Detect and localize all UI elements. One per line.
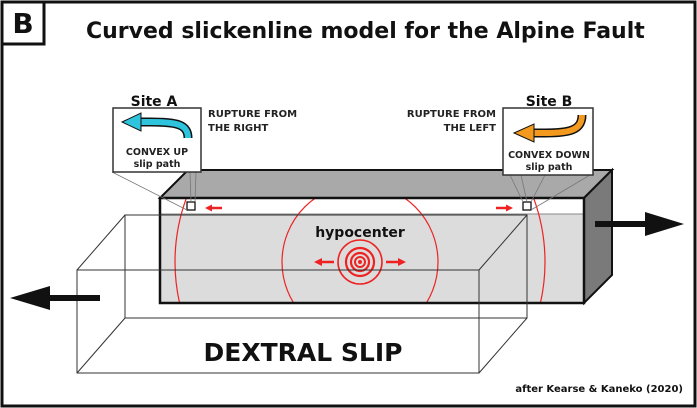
motion-arrow-left-icon [10, 286, 100, 310]
site-b-label: Site B [526, 94, 573, 110]
site-a-marker [186, 201, 196, 211]
rupture-arrow-left-icon [314, 258, 334, 266]
wavefront-outer [174, 198, 546, 303]
site-b-propagation-arrow-icon [496, 204, 513, 212]
wavefront-middle [281, 198, 439, 303]
site-b-rupture-line2: THE LEFT [444, 123, 497, 134]
site-a-slip-arrow-icon [120, 112, 193, 139]
dextral-slip-label: DEXTRAL SLIP [204, 338, 403, 367]
site-b-marker [522, 201, 532, 211]
fault-top-strip [160, 198, 584, 214]
site-a-rupture-line2: THE RIGHT [208, 123, 269, 134]
upper-block-outline [158, 196, 586, 305]
site-a-propagation-arrow-icon [205, 204, 222, 212]
panel-label-box [0, 0, 46, 46]
hypocenter-label: hypocenter [315, 225, 405, 241]
site-b-path-line1: CONVEX DOWN [508, 150, 590, 161]
rupture-wavefronts [174, 198, 546, 303]
site-b-rupture-line1: RUPTURE FROM [407, 109, 496, 120]
site-a-path-line2: slip path [134, 159, 181, 170]
site-a-label: Site A [131, 94, 178, 110]
site-a-callout-lines [111, 171, 197, 211]
motion-arrow-right-icon [595, 212, 684, 236]
panel-label: B [12, 7, 33, 40]
site-b-slip-arrow-icon [512, 114, 587, 143]
site-a-rupture-line1: RUPTURE FROM [208, 109, 297, 120]
site-a-path-line1: CONVEX UP [126, 147, 188, 158]
hypocenter-rings [337, 239, 383, 285]
citation: after Kearse & Kaneko (2020) [515, 384, 683, 395]
rupture-arrow-right-icon [386, 258, 406, 266]
site-b-path-line2: slip path [526, 162, 573, 173]
site-b-callout-lines [509, 174, 591, 211]
figure-title: Curved slickenline model for the Alpine … [86, 19, 645, 44]
lower-block-wireframe [76, 214, 528, 374]
